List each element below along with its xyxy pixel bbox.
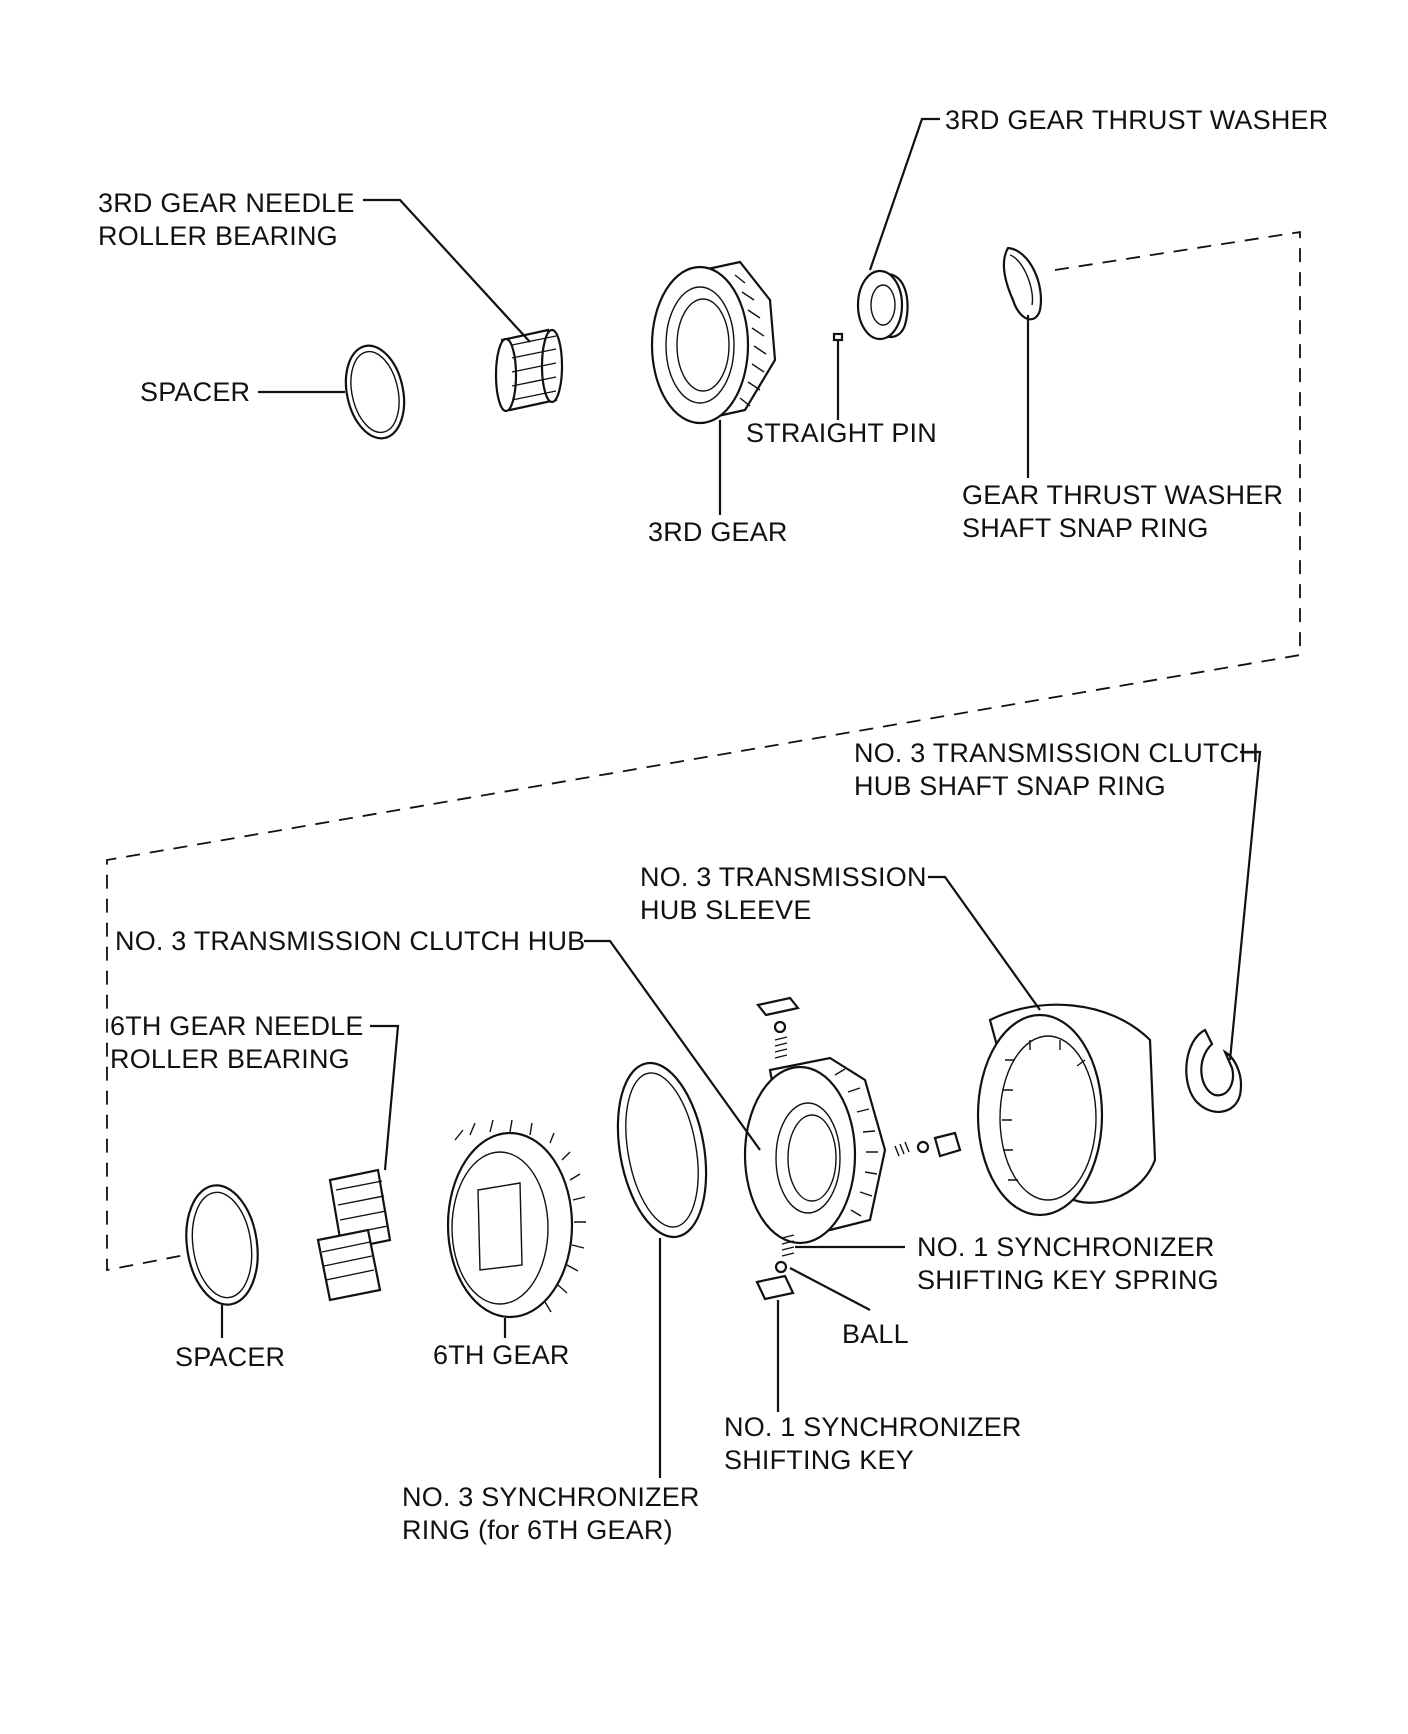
key-spring-bottom-part <box>781 1234 795 1257</box>
label-key-spring-line2: SHIFTING KEY SPRING <box>917 1265 1219 1295</box>
label-clutch-hub: NO. 3 TRANSMISSION CLUTCH HUB <box>115 926 586 956</box>
gear3-needle-bearing-part <box>494 328 564 413</box>
label-snap-ring-top-line1: GEAR THRUST WASHER <box>962 480 1284 510</box>
label-sync-ring-line1: NO. 3 SYNCHRONIZER <box>402 1482 700 1512</box>
label-gear6-needle-bearing-line1: 6TH GEAR NEEDLE <box>110 1011 364 1041</box>
label-shifting-key-line2: SHIFTING KEY <box>724 1445 914 1475</box>
hub-sleeve-part <box>976 1003 1157 1217</box>
gear6-needle-bearing-part <box>316 1168 392 1302</box>
label-gear3-needle-bearing-line2: ROLLER BEARING <box>98 221 338 251</box>
spacer-bottom-part <box>185 1184 259 1306</box>
label-spacer-top: SPACER <box>140 377 251 407</box>
gear3-part <box>650 260 777 425</box>
hub-snap-ring-part <box>1185 1028 1243 1113</box>
leader-ball <box>789 1267 871 1311</box>
label-ball: BALL <box>842 1319 909 1349</box>
label-spacer-bottom: SPACER <box>175 1342 286 1372</box>
label-hub-snap-ring-line1: NO. 3 TRANSMISSION CLUTCH <box>854 738 1260 768</box>
label-straight-pin: STRAIGHT PIN <box>746 418 937 448</box>
label-key-spring-line1: NO. 1 SYNCHRONIZER <box>917 1232 1215 1262</box>
label-hub-sleeve-line2: HUB SLEEVE <box>640 895 812 925</box>
leader-gear3-thrust-washer <box>868 117 940 271</box>
clutch-hub-part <box>743 1056 887 1245</box>
label-gear3: 3RD GEAR <box>648 517 788 547</box>
assembly-path-top <box>106 230 1301 1272</box>
shifting-key-top-part <box>756 996 800 1059</box>
sync-ring-part <box>616 1061 708 1239</box>
label-sync-ring-line2: RING (for 6TH GEAR) <box>402 1515 673 1545</box>
shifting-key-bottom-part <box>755 1274 795 1301</box>
leader-gear3-needle-bearing <box>363 198 531 343</box>
straight-pin-part <box>832 332 844 342</box>
gear6-part <box>446 1119 586 1319</box>
gear3-thrust-washer-part <box>856 269 909 341</box>
leader-gear6-needle-bearing <box>370 1024 400 1171</box>
snap-ring-top-part <box>1002 246 1043 321</box>
leader-hub-snap-ring <box>1228 750 1262 1061</box>
label-snap-ring-top-line2: SHAFT SNAP RING <box>962 513 1209 543</box>
shifting-key-side-part <box>894 1131 962 1158</box>
label-gear6-needle-bearing-line2: ROLLER BEARING <box>110 1044 350 1074</box>
label-gear6: 6TH GEAR <box>433 1340 570 1370</box>
spacer-top-part <box>344 344 406 440</box>
leader-hub-sleeve <box>928 875 1041 1011</box>
ball-part <box>774 1260 788 1274</box>
label-shifting-key-line1: NO. 1 SYNCHRONIZER <box>724 1412 1022 1442</box>
label-gear3-needle-bearing-line1: 3RD GEAR NEEDLE <box>98 188 355 218</box>
label-hub-sleeve-line1: NO. 3 TRANSMISSION <box>640 862 927 892</box>
label-hub-snap-ring-line2: HUB SHAFT SNAP RING <box>854 771 1166 801</box>
label-gear3-thrust-washer: 3RD GEAR THRUST WASHER <box>945 105 1329 135</box>
leader-clutch-hub <box>584 939 761 1151</box>
